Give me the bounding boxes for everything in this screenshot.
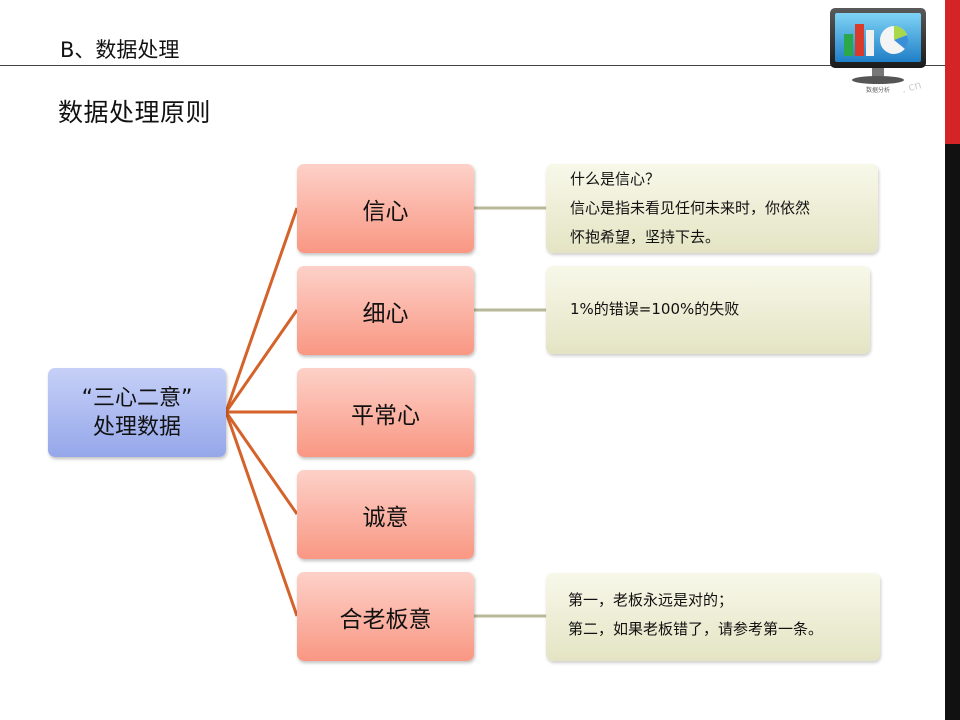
branch-node-xinxin: 信心	[297, 164, 474, 253]
branch-node-xixin: 细心	[297, 266, 474, 355]
root-line-2: 处理数据	[92, 414, 181, 440]
note-line: 怀抱希望，坚持下去。	[570, 228, 721, 246]
note-line: 第一，老板永远是对的；	[568, 591, 734, 609]
branch-node-pingchangxin: 平常心	[297, 368, 474, 457]
connector-root-branch-2	[224, 309, 299, 413]
note-line: 什么是信心？	[570, 170, 661, 188]
note-line: 第二，如果老板错了，请参考第一条。	[568, 620, 824, 638]
root-node: “三心二意” 处理数据	[48, 368, 226, 457]
note-line: 1%的错误=100%的失败	[570, 300, 740, 318]
right-edge-accent	[945, 0, 960, 144]
note-xixin: 1%的错误=100%的失败	[546, 266, 870, 354]
note-helaobanyi: 第一，老板永远是对的； 第二，如果老板错了，请参考第一条。	[546, 573, 880, 661]
right-edge-bar	[945, 0, 960, 720]
connector-root-branch-4	[224, 411, 299, 515]
connector-root-branch-1	[224, 207, 299, 413]
slide-title: 数据处理原则	[58, 98, 212, 127]
logo-watermark: . cn	[900, 78, 923, 96]
header-divider	[0, 65, 945, 66]
branch-node-chengyi: 诚意	[297, 470, 474, 559]
section-label: B、数据处理	[60, 38, 180, 62]
logo-caption: 数据分析	[866, 86, 890, 94]
root-line-1: “三心二意”	[81, 385, 193, 411]
branch-node-helaobanyi: 合老板意	[297, 572, 474, 661]
monitor-chart-icon: 数据分析 . cn	[830, 8, 926, 96]
note-xinxin: 什么是信心？ 信心是指未看见任何未来时，你依然 怀抱希望，坚持下去。	[546, 164, 878, 253]
note-line: 信心是指未看见任何未来时，你依然	[570, 199, 811, 217]
connector-root-branch-5	[224, 411, 299, 617]
